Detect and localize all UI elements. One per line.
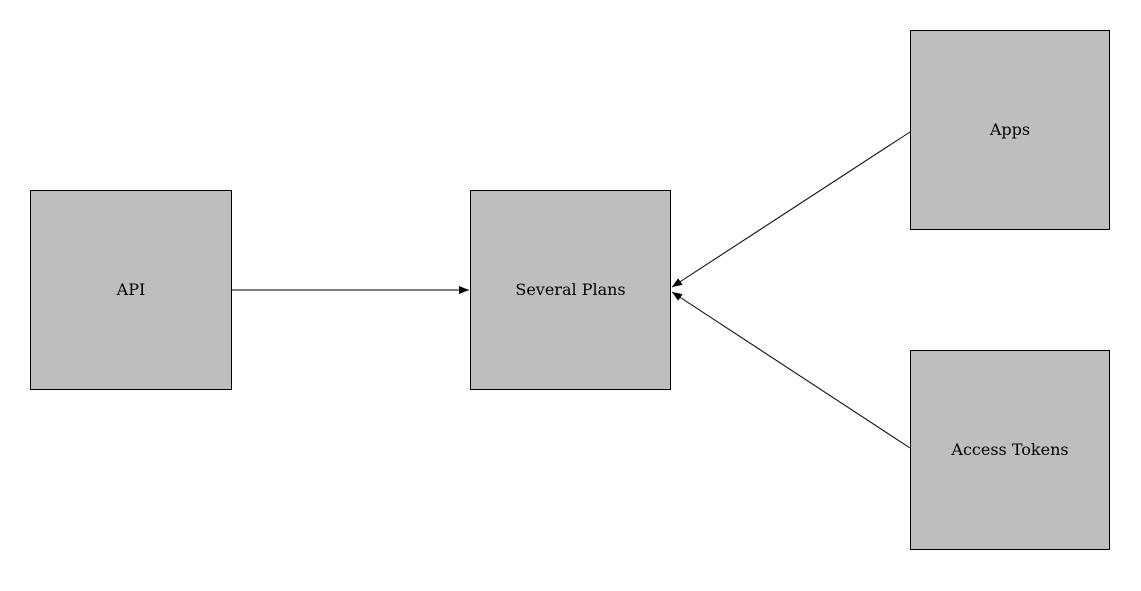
node-api-label: API [116, 280, 146, 299]
edge-access-tokens-to-several-plans [671, 291, 911, 449]
node-apps: Apps [910, 30, 1110, 230]
node-several-plans-label: Several Plans [515, 280, 626, 299]
node-apps-label: Apps [989, 120, 1031, 139]
node-several-plans: Several Plans [470, 190, 671, 390]
node-api: API [30, 190, 232, 390]
edge-apps-to-several-plans [671, 131, 911, 288]
node-access-tokens: Access Tokens [910, 350, 1110, 550]
node-access-tokens-label: Access Tokens [951, 440, 1069, 459]
